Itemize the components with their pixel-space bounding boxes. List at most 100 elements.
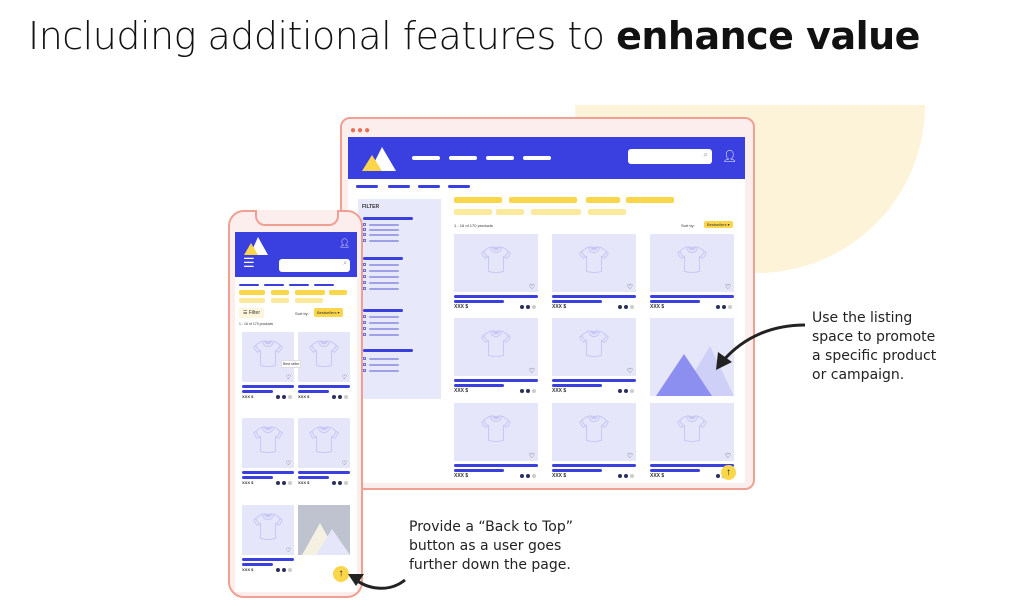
nav-link[interactable]: [412, 156, 440, 160]
product-image[interactable]: 👕︎♡: [242, 418, 294, 468]
breadcrumb-link[interactable]: [418, 185, 440, 188]
user-icon[interactable]: 👤︎: [722, 149, 738, 163]
color-swatch[interactable]: [520, 305, 524, 309]
product-name-line[interactable]: [454, 295, 538, 298]
product-image[interactable]: 👕︎♡: [298, 332, 350, 382]
filter-checkbox[interactable]: [363, 333, 366, 336]
color-swatch[interactable]: [526, 474, 530, 478]
filter-checkbox[interactable]: [363, 363, 366, 366]
breadcrumb-link[interactable]: [356, 185, 378, 188]
color-swatch[interactable]: [276, 395, 280, 399]
product-name-line[interactable]: [242, 385, 294, 388]
filter-checkbox[interactable]: [363, 263, 366, 266]
wishlist-heart-icon[interactable]: ♡: [341, 461, 347, 467]
product-name-line[interactable]: [552, 379, 636, 382]
color-swatch[interactable]: [526, 305, 530, 309]
wishlist-heart-icon[interactable]: ♡: [285, 548, 291, 554]
wishlist-heart-icon[interactable]: ♡: [528, 284, 535, 291]
filter-checkbox[interactable]: [363, 275, 366, 278]
wishlist-heart-icon[interactable]: ♡: [626, 368, 633, 375]
color-swatch[interactable]: [344, 395, 348, 399]
color-swatch[interactable]: [618, 474, 622, 478]
product-image[interactable]: 👕︎♡: [650, 234, 734, 292]
product-image[interactable]: 👕︎♡: [242, 505, 294, 555]
color-swatch[interactable]: [344, 481, 348, 485]
filter-checkbox[interactable]: [363, 357, 366, 360]
hamburger-menu-icon[interactable]: ☰: [243, 255, 255, 270]
breadcrumb-link[interactable]: [388, 185, 410, 188]
product-image[interactable]: 👕︎♡: [242, 332, 294, 382]
filter-chip[interactable]: [588, 209, 626, 215]
color-swatch[interactable]: [282, 395, 286, 399]
filter-chip[interactable]: [239, 290, 265, 295]
filter-chip[interactable]: [271, 290, 289, 295]
filter-chip[interactable]: [626, 197, 674, 203]
breadcrumb-link[interactable]: [289, 284, 309, 286]
wishlist-heart-icon[interactable]: ♡: [626, 453, 633, 460]
color-swatch[interactable]: [526, 389, 530, 393]
filter-checkbox[interactable]: [363, 233, 366, 236]
color-swatch[interactable]: [520, 389, 524, 393]
color-swatch[interactable]: [624, 389, 628, 393]
color-swatch[interactable]: [716, 474, 720, 478]
wishlist-heart-icon[interactable]: ♡: [724, 453, 731, 460]
product-name-line[interactable]: [242, 471, 294, 474]
color-swatch[interactable]: [532, 305, 536, 309]
filter-button[interactable]: ☰ Filter: [239, 308, 264, 318]
breadcrumb-link[interactable]: [314, 284, 334, 286]
color-swatch[interactable]: [520, 474, 524, 478]
color-swatch[interactable]: [288, 395, 292, 399]
breadcrumb-link[interactable]: [264, 284, 284, 286]
wishlist-heart-icon[interactable]: ♡: [341, 375, 347, 381]
filter-chip[interactable]: [295, 298, 323, 303]
color-swatch[interactable]: [728, 305, 732, 309]
product-name-line[interactable]: [454, 379, 538, 382]
filter-checkbox[interactable]: [363, 281, 366, 284]
color-swatch[interactable]: [288, 568, 292, 572]
promo-banner[interactable]: [650, 318, 734, 396]
color-swatch[interactable]: [624, 305, 628, 309]
filter-checkbox[interactable]: [363, 327, 366, 330]
color-swatch[interactable]: [532, 389, 536, 393]
filter-chip[interactable]: [531, 209, 581, 215]
color-swatch[interactable]: [630, 305, 634, 309]
product-name-line[interactable]: [552, 295, 636, 298]
filter-checkbox[interactable]: [363, 228, 366, 231]
filter-chip[interactable]: [239, 298, 265, 303]
filter-checkbox[interactable]: [363, 321, 366, 324]
filter-chip[interactable]: [295, 290, 325, 295]
filter-checkbox[interactable]: [363, 369, 366, 372]
filter-checkbox[interactable]: [363, 287, 366, 290]
color-swatch[interactable]: [282, 481, 286, 485]
color-swatch[interactable]: [630, 474, 634, 478]
product-name-line[interactable]: [552, 464, 636, 467]
product-name-line[interactable]: [298, 471, 350, 474]
color-swatch[interactable]: [338, 395, 342, 399]
product-image[interactable]: 👕︎♡: [552, 234, 636, 292]
product-name-line[interactable]: [298, 385, 350, 388]
product-name-line[interactable]: [650, 464, 734, 467]
product-name-line[interactable]: [650, 295, 734, 298]
user-icon[interactable]: 👤︎: [339, 238, 351, 248]
color-swatch[interactable]: [288, 481, 292, 485]
sort-dropdown[interactable]: Bestsellers ▾: [704, 221, 733, 228]
color-swatch[interactable]: [276, 481, 280, 485]
filter-chip[interactable]: [329, 290, 347, 295]
nav-link[interactable]: [523, 156, 551, 160]
sort-dropdown[interactable]: Bestsellers ▾: [314, 308, 343, 317]
wishlist-heart-icon[interactable]: ♡: [724, 284, 731, 291]
nav-link[interactable]: [449, 156, 477, 160]
breadcrumb-link[interactable]: [448, 185, 470, 188]
product-image[interactable]: 👕︎♡: [454, 403, 538, 461]
color-swatch[interactable]: [624, 474, 628, 478]
filter-chip[interactable]: [454, 197, 502, 203]
color-swatch[interactable]: [722, 305, 726, 309]
product-image[interactable]: 👕︎♡: [454, 234, 538, 292]
nav-link[interactable]: [486, 156, 514, 160]
color-swatch[interactable]: [332, 481, 336, 485]
product-image[interactable]: 👕︎♡: [552, 318, 636, 376]
filter-chip[interactable]: [509, 197, 577, 203]
filter-chip[interactable]: [271, 298, 289, 303]
wishlist-heart-icon[interactable]: ♡: [285, 375, 291, 381]
color-swatch[interactable]: [332, 395, 336, 399]
